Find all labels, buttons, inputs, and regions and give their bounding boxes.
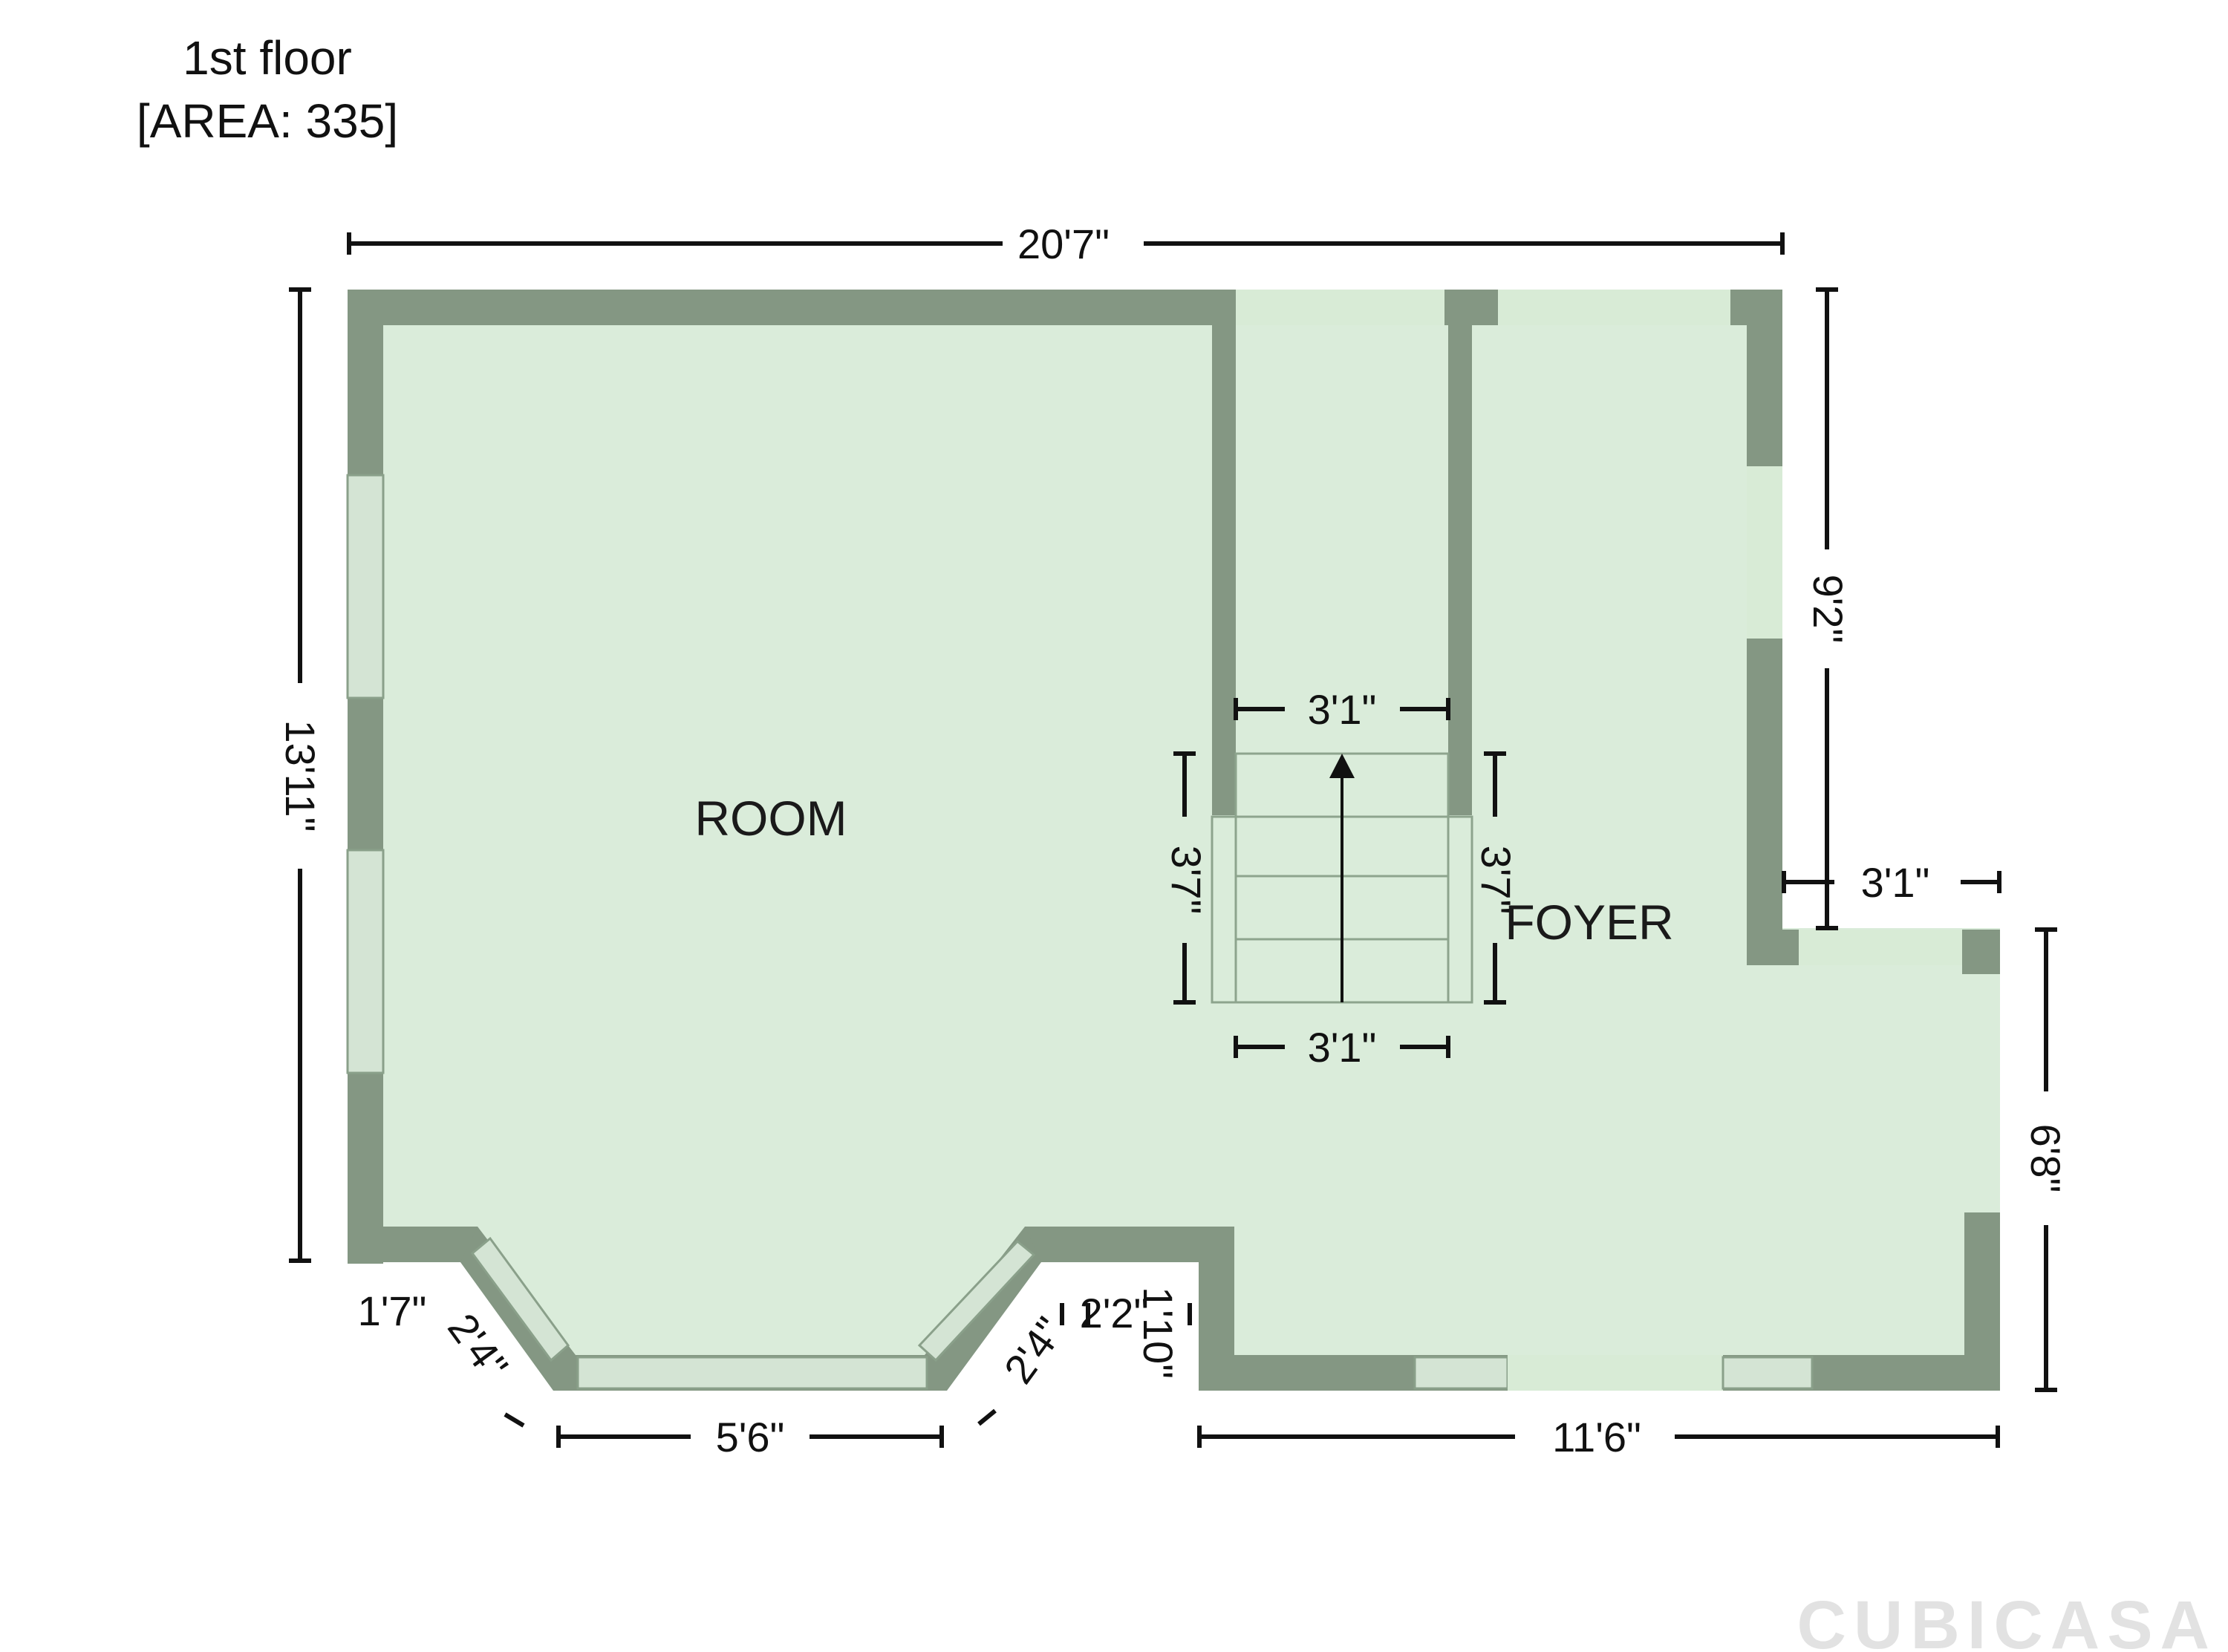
floor-title: 1st floor [183, 31, 352, 85]
brand-logo: CUBICASA [1797, 1587, 2217, 1652]
dim-step-a: 2'2" [1080, 1290, 1149, 1336]
dim-bottom-right: 11'6" [1552, 1414, 1641, 1460]
windows [346, 474, 1814, 1391]
walls [348, 290, 2000, 1391]
window-left-upper [346, 474, 385, 699]
dim-stair-bottom: 3'1" [1308, 1024, 1377, 1071]
arrow-up-icon [1329, 754, 1355, 778]
floor-area: [AREA: 335] [137, 94, 398, 148]
window-bay-center [576, 1356, 928, 1390]
dimension-lines [289, 232, 2057, 1448]
dim-step-b: 1'10" [1135, 1287, 1182, 1379]
dim-stair-left: 3'7" [1163, 846, 1210, 915]
dim-right-lower: 6'8" [2022, 1124, 2069, 1193]
dim-right-upper: 9'2" [1805, 575, 1851, 644]
window-bay-right [917, 1239, 1036, 1362]
room-label-foyer: FOYER [1505, 895, 1673, 950]
dim-right-notch: 3'1" [1861, 859, 1930, 906]
window-bottom-a [1413, 1356, 1509, 1390]
window-bay-left [470, 1236, 570, 1362]
dim-top-width: 20'7" [1017, 221, 1110, 267]
floor-area-fill [348, 290, 2000, 1391]
dim-left-height: 13'11" [277, 720, 324, 832]
dim-bay-center: 5'6" [716, 1414, 785, 1460]
window-bottom-b [1722, 1356, 1814, 1390]
dim-stair-right: 3'7" [1473, 846, 1519, 915]
dim-bottom-left-small: 1'7" [358, 1287, 427, 1334]
staircase [1211, 752, 1473, 1004]
dim-stair-top: 3'1" [1308, 686, 1377, 733]
room-label-room: ROOM [694, 791, 847, 846]
window-left-lower [346, 849, 385, 1074]
